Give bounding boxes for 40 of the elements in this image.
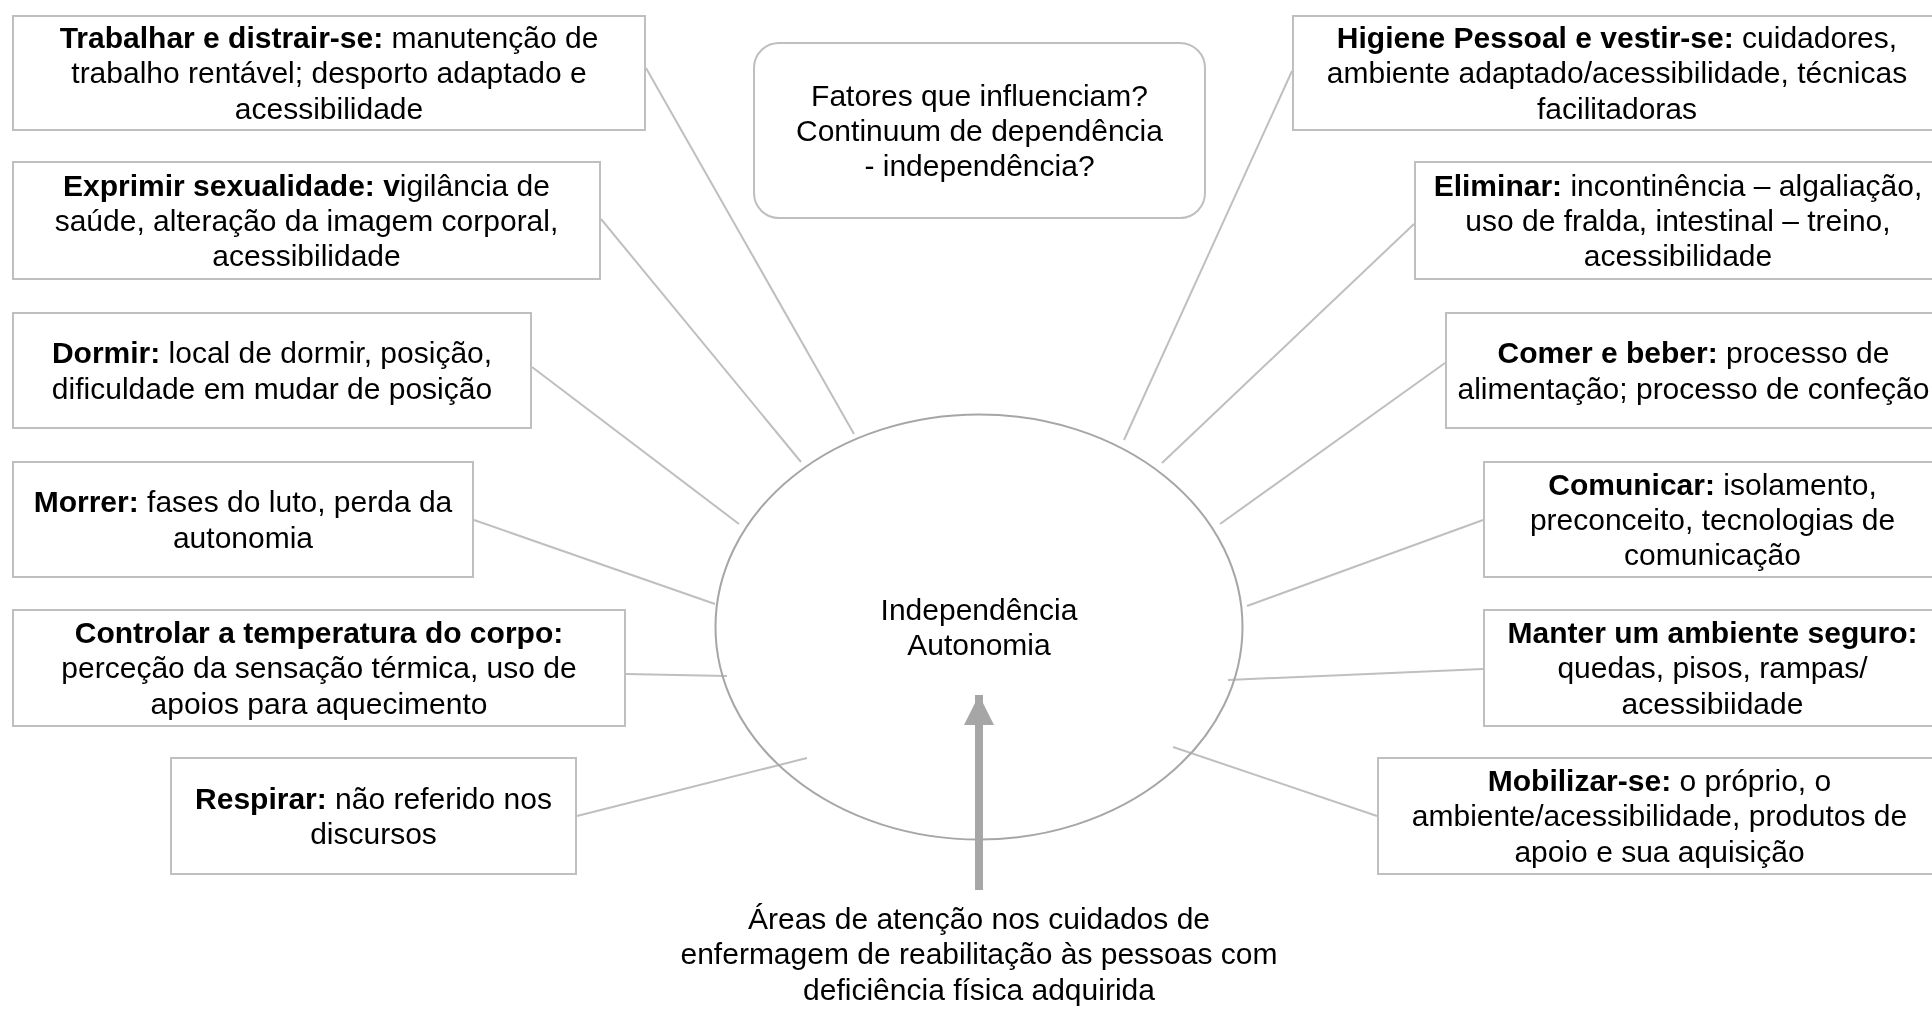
text-box (1483, 609, 1932, 727)
connector-line (600, 218, 802, 463)
connector-line (1246, 519, 1484, 607)
connector-line (645, 67, 855, 435)
text-box (12, 312, 532, 429)
node-text: Higiene Pessoal e vestir-se: cuidadores, ambiente adaptado/acessibilidade, técnicas facilitadoras (1325, 20, 1909, 126)
node-text: Mobilizar-se: o próprio, o ambiente/acessibilidade, produtos de apoio e sua aquisição (1410, 763, 1909, 869)
caption-text: Áreas de atenção nos cuidados de enfermagem de reabilitação às pessoas com deficiência física adquirida (679, 901, 1279, 1007)
rounded-box (753, 42, 1206, 219)
node-text: Comer e beber: processo de alimentação; processo de confeção (1456, 335, 1931, 406)
node-text: Fatores que influenciam? Continuum de dependência - independência? (795, 77, 1164, 184)
node-text: Comunicar: isolamento, preconceito, tecnologias de comunicação (1528, 466, 1897, 573)
node-text: Morrer: fases do luto, perda da autonomia (32, 484, 454, 555)
center-ellipse (714, 413, 1244, 841)
node-text: Respirar: não referido nos discursos (194, 780, 553, 852)
text-box (1377, 757, 1932, 875)
node-text: Controlar a temperatura do corpo: perceção da sensação térmica, uso de apoios para aquecimento (60, 615, 578, 721)
connector-line (1123, 70, 1293, 441)
node-text: Dormir: local de dormir, posição, dificuldade em mudar de posição (50, 335, 494, 406)
text-box (12, 15, 646, 131)
text-box (1445, 312, 1932, 429)
connector-line (1161, 223, 1415, 464)
text-box (12, 609, 626, 727)
node-text: Exprimir sexualidade: vigilância de saúde, alteração da imagem corporal, acessibilidade (53, 167, 560, 274)
connector-line (625, 673, 728, 677)
text-box (12, 161, 601, 280)
text-box (1292, 15, 1932, 131)
connector-line (1172, 746, 1378, 817)
connector-line (576, 757, 808, 817)
text-box (1483, 461, 1932, 578)
node-text: Manter um ambiente seguro: quedas, pisos, rampas/ acessibiidade (1506, 615, 1919, 721)
node-text: Independência Autonomia (879, 591, 1079, 663)
connector-line (531, 366, 740, 525)
connector-line (473, 519, 716, 605)
text-box (170, 757, 577, 875)
connector-line (1219, 362, 1446, 525)
node-text: Eliminar: incontinência – algaliação, uso de fralda, intestinal – treino, acessibilidade (1432, 167, 1924, 274)
connector-line (1227, 668, 1484, 681)
node-text: Trabalhar e distrair-se: manutenção de trabalho rentável; desporto adaptado e acessibilidade (58, 20, 600, 126)
text-box (12, 461, 474, 578)
